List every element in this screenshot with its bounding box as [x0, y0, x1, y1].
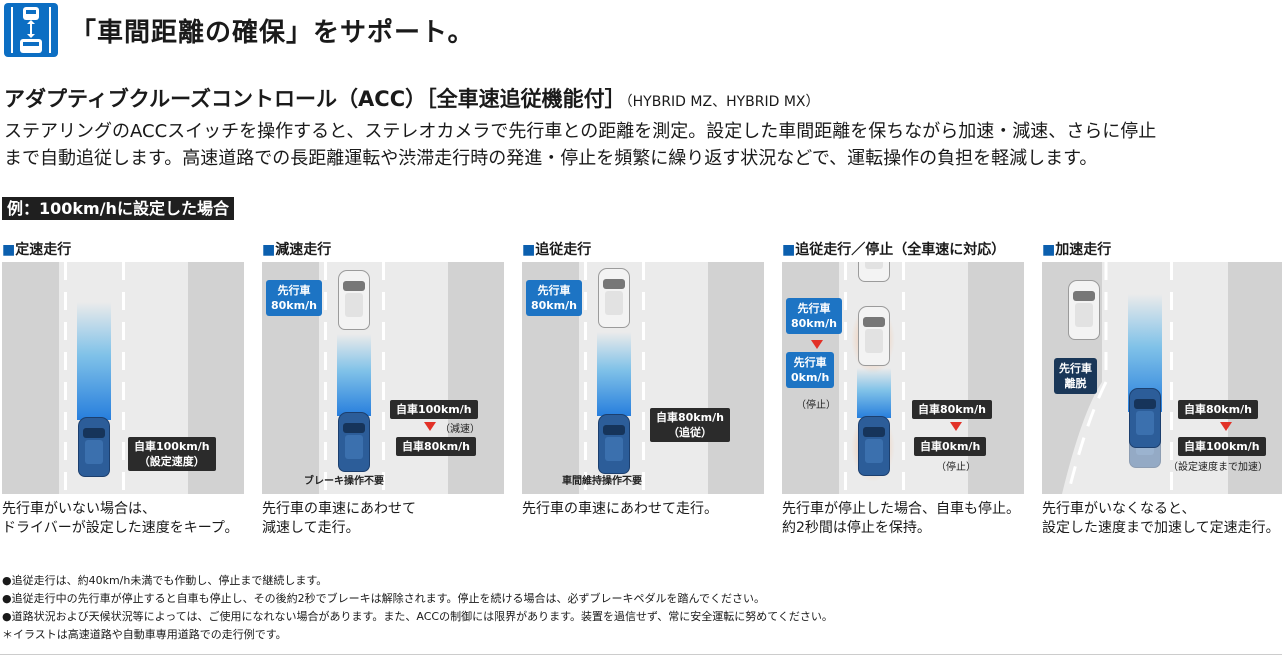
lane-right — [708, 262, 764, 494]
own-speed-after-label: 自車0km/h — [914, 437, 987, 456]
own-car-icon — [598, 414, 630, 474]
own-speed-before-label: 自車100km/h — [390, 400, 478, 419]
footnote: ＊イラストは高速道路や自動車専用道路での走行例です。 — [2, 628, 287, 641]
sensor-beam — [337, 334, 371, 416]
scene-following: ■追従走行 先行車 80km/h 自車80km/h （追従） 車間維持操作不要 … — [522, 240, 764, 519]
footnote: ●追従走行中の先行車が停止すると自車も停止し、その後約2秒でブレーキは解除されま… — [2, 592, 765, 605]
own-speed-label: 自車80km/h （追従） — [650, 408, 730, 442]
footnotes: ●追従走行は、約40km/h未満でも作動し、停止まで継続します。 ●追従走行中の… — [2, 572, 833, 644]
divider — [0, 654, 1282, 655]
lead-car-stopped-icon — [858, 306, 890, 366]
model-names: （HYBRID MZ、HYBRID MX） — [625, 94, 820, 110]
lane-right — [968, 262, 1024, 494]
description-line: まで自動追従します。高速道路での長距離運転や渋滞走行時の発進・停止を頻繁に繰り返… — [4, 148, 1098, 169]
lead-car-icon — [338, 270, 370, 330]
scene-constant-speed: ■定速走行 自車100km/h （設定速度） 先行車がいない場合は、 ドライバー… — [2, 240, 244, 538]
road-illustration: 先行車 80km/h 自車100km/h （減速） 自車80km/h ブレーキ操… — [262, 262, 504, 494]
own-car-icon — [858, 416, 890, 476]
down-arrow-icon — [811, 340, 823, 349]
own-speed-before-label: 自車80km/h — [912, 400, 992, 419]
square-bullet-icon: ■ — [1042, 242, 1056, 258]
section-title: アダプティブクルーズコントロール（ACC）［全車速追従機能付］（HYBRID M… — [4, 83, 820, 113]
lane-marking — [642, 262, 645, 494]
lead-car-icon — [858, 262, 890, 282]
lane-marking — [64, 262, 67, 494]
road-illustration: 先行車 離脱 自車80km/h 自車100km/h （設定速度まで加速） — [1042, 262, 1282, 494]
scene-caption: 先行車の車速にあわせて 減速して走行。 — [262, 501, 416, 536]
lane-right — [448, 262, 504, 494]
section-title-text: アダプティブクルーズコントロール（ACC）［全車速追従機能付］ — [4, 87, 626, 111]
sensor-beam — [77, 302, 111, 420]
own-speed-after-label: 自車100km/h — [1178, 437, 1266, 456]
description-line: ステアリングのACCスイッチを操作すると、ステレオカメラで先行車との距離を測定。… — [4, 121, 1157, 142]
no-distance-operation-note: 車間維持操作不要 — [562, 476, 642, 487]
lead-leaving-label: 先行車 離脱 — [1054, 358, 1097, 394]
own-car-icon — [338, 412, 370, 472]
road-illustration: 先行車 80km/h 先行車 0km/h （停止） 自車80km/h 自車0km… — [782, 262, 1024, 494]
page-title: 「車間距離の確保」をサポート。 — [70, 18, 475, 48]
lane-marking — [902, 262, 905, 494]
square-bullet-icon: ■ — [782, 242, 796, 258]
scene-title: 定速走行 — [15, 242, 72, 258]
own-stop-note: （停止） — [936, 462, 976, 473]
lane-marking — [1170, 262, 1173, 494]
scene-stop-and-go: ■追従走行／停止（全車速に対応） 先行車 80km/h 先行車 0km/h （停… — [782, 240, 1024, 538]
lead-stopped-label: 先行車 0km/h — [786, 352, 835, 388]
lead-speed-label: 先行車 80km/h — [786, 298, 842, 334]
own-speed-after-label: 自車80km/h — [396, 437, 476, 456]
own-speed-before-label: 自車80km/h — [1178, 400, 1258, 419]
lane-left — [2, 262, 59, 494]
down-arrow-icon — [1220, 422, 1232, 431]
lane-marking — [122, 262, 125, 494]
lane-marking — [844, 262, 847, 494]
square-bullet-icon: ■ — [2, 242, 16, 258]
decelerate-note: （減速） — [440, 424, 480, 435]
scene-title: 加速走行 — [1055, 242, 1112, 258]
no-brake-note: ブレーキ操作不要 — [304, 476, 384, 487]
own-car-icon — [1129, 388, 1161, 448]
scene-title: 減速走行 — [275, 242, 332, 258]
lane-marking — [382, 262, 385, 494]
lead-car-icon — [598, 268, 630, 328]
sensor-beam — [857, 368, 891, 418]
car-distance-icon — [4, 3, 58, 57]
scene-caption: 先行車がいなくなると、 設定した速度まで加速して定速走行。 — [1042, 501, 1280, 536]
footnote: ●道路状況および天候状況等によっては、ご使用になれない場合があります。また、AC… — [2, 610, 833, 623]
description: ステアリングのACCスイッチを操作すると、ステレオカメラで先行車との距離を測定。… — [4, 118, 1282, 172]
sensor-beam — [597, 332, 631, 416]
accelerate-note: （設定速度まで加速） — [1168, 462, 1268, 473]
lead-stop-note: （停止） — [796, 400, 836, 411]
scene-title: 追従走行 — [535, 242, 592, 258]
scene-title: 追従走行／停止（全車速に対応） — [795, 242, 1006, 258]
footnote: ●追従走行は、約40km/h未満でも作動し、停止まで継続します。 — [2, 574, 328, 587]
road-illustration: 自車100km/h （設定速度） — [2, 262, 244, 494]
scene-caption: 先行車がいない場合は、 ドライバーが設定した速度をキープ。 — [2, 501, 239, 536]
own-speed-label: 自車100km/h （設定速度） — [128, 437, 216, 471]
lane-marking — [584, 262, 587, 494]
lead-speed-label: 先行車 80km/h — [266, 280, 322, 316]
scene-caption: 先行車の車速にあわせて走行。 — [522, 501, 718, 517]
lane-marking — [324, 262, 327, 494]
road-illustration: 先行車 80km/h 自車80km/h （追従） 車間維持操作不要 — [522, 262, 764, 494]
own-car-icon — [78, 417, 110, 477]
scene-caption: 先行車が停止した場合、自車も停止。 約2秒間は停止を保持。 — [782, 501, 1020, 536]
scene-deceleration: ■減速走行 先行車 80km/h 自車100km/h （減速） 自車80km/h… — [262, 240, 504, 538]
square-bullet-icon: ■ — [262, 242, 276, 258]
example-label: 例：100km/hに設定した場合 — [2, 197, 234, 220]
lead-car-leaving-icon — [1068, 280, 1100, 340]
lead-speed-label: 先行車 80km/h — [526, 280, 582, 316]
down-arrow-icon — [950, 422, 962, 431]
down-arrow-icon — [424, 422, 436, 431]
square-bullet-icon: ■ — [522, 242, 536, 258]
scene-acceleration: ■加速走行 先行車 離脱 自車80km/h 自車100km/h （設定速度まで加… — [1042, 240, 1282, 538]
